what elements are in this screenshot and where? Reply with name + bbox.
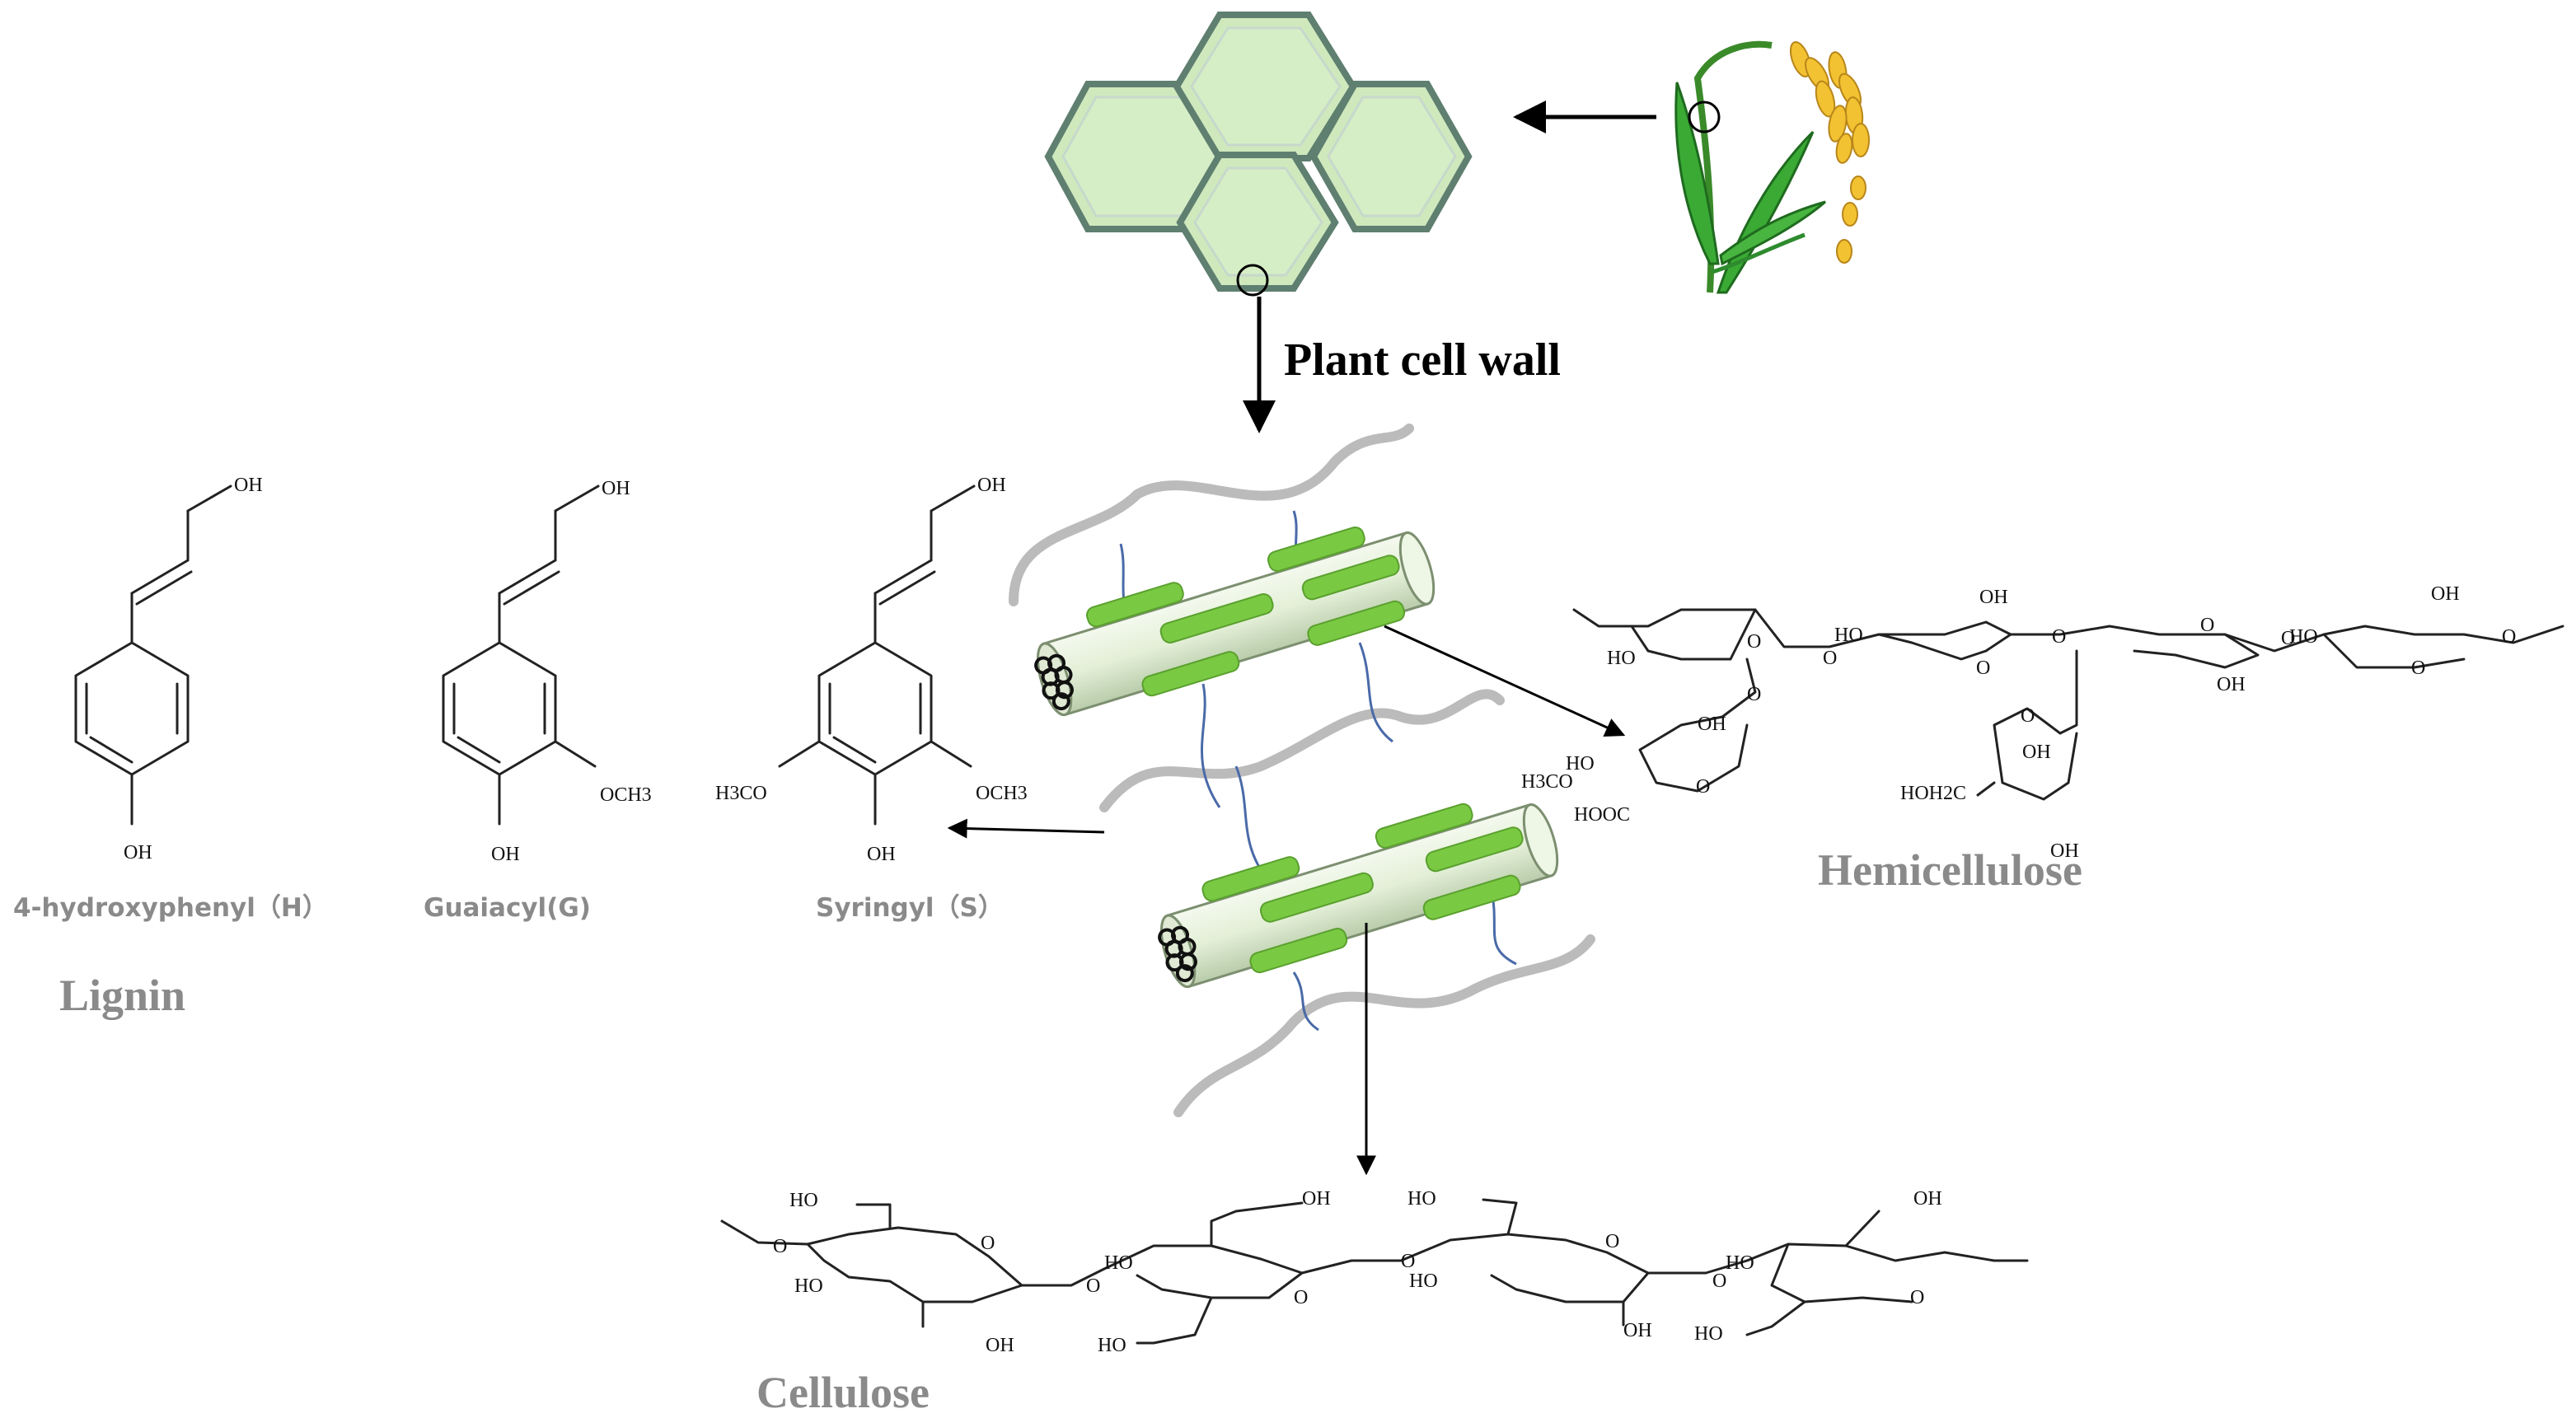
cell-o-ring-2: O	[1294, 1287, 1308, 1308]
cell-o-ring-1: O	[981, 1233, 995, 1254]
hemi-ho-2: HO	[1834, 625, 1863, 646]
s-h3co: H3CO	[715, 783, 767, 804]
hemi-hooc: HOOC	[1574, 804, 1630, 826]
cell-o-ring-4: O	[1910, 1287, 1924, 1308]
s-och3: OCH3	[976, 783, 1028, 804]
lignin-monomer-h: OH OH 4-hydroxyphenyl（H）	[13, 475, 328, 923]
cell-ho-4: HO	[1098, 1335, 1126, 1356]
s-oh-top: OH	[977, 475, 1006, 496]
cell-wall-zoom-circle	[1236, 264, 1269, 297]
lignin-title: Lignin	[59, 971, 185, 1020]
rice-grains	[1789, 41, 1870, 264]
arrow-to-hemicellulose	[1384, 625, 1626, 737]
g-oh-bottom: OH	[491, 844, 520, 865]
cell-ho-5: HO	[1407, 1188, 1436, 1210]
cell-ho-2: HO	[794, 1275, 823, 1297]
g-och3: OCH3	[600, 784, 652, 806]
hemi-oh-3: OH	[2431, 583, 2460, 605]
plant-cell-wall-label: Plant cell wall	[1284, 335, 1561, 386]
s-monomer-label: Syringyl（S）	[816, 893, 1004, 923]
hemi-oh-5: OH	[2022, 742, 2051, 763]
cellulose-structure: HO O O HO OH O HO OH O HO O HO O HO OH O…	[720, 1188, 2029, 1417]
hemi-ho-3: HO	[2289, 626, 2318, 648]
hemi-h3co: H3CO	[1521, 771, 1573, 793]
hemi-o-5: O	[2200, 615, 2214, 636]
s-oh-bottom: OH	[867, 844, 896, 865]
cell-o-end: O	[773, 1236, 787, 1257]
cell-o-link-3: O	[1712, 1271, 1726, 1292]
cell-ho-3: HO	[1104, 1252, 1133, 1274]
hemi-o-11: O	[2021, 705, 2035, 727]
plant-cell-hexagons	[1044, 12, 1473, 297]
hemi-o-6: O	[2281, 628, 2295, 649]
cell-o-ring-3: O	[1605, 1231, 1619, 1252]
hemi-oh-2: OH	[2217, 674, 2246, 695]
plant-cell-hexagon	[1309, 81, 1473, 232]
hemi-o-3: O	[1976, 658, 1990, 679]
cell-ho-6: HO	[1409, 1271, 1438, 1292]
cell-oh-2: OH	[1302, 1188, 1331, 1210]
hemi-o-9: O	[1747, 684, 1761, 705]
hemi-o-8: O	[2502, 626, 2516, 648]
rice-plant-icon	[1674, 40, 1870, 294]
cell-ho-7: HO	[1726, 1252, 1754, 1274]
h-oh-bottom: OH	[124, 842, 152, 863]
lignin-monomer-s: OH H3CO OCH3 OH Syringyl（S）	[715, 475, 1028, 923]
hemi-oh-4: OH	[1698, 714, 1726, 735]
cell-ho-8: HO	[1694, 1323, 1723, 1345]
cell-oh-1: OH	[986, 1335, 1014, 1356]
arrow-to-lignin	[947, 818, 1105, 839]
microfibril-bundle	[1009, 424, 1595, 1117]
lignin-section: OH OH 4-hydroxyphenyl（H） OH OCH3 OH Guai…	[13, 475, 1028, 1020]
g-monomer-label: Guaiacyl(G)	[424, 893, 591, 923]
lignin-monomer-g: OH OCH3 OH Guaiacyl(G)	[424, 478, 652, 923]
hemi-o-10: O	[1696, 776, 1710, 798]
hemi-o-7: O	[2411, 658, 2425, 679]
hemi-o-4: O	[2052, 626, 2066, 648]
plant-cell-hexagon	[1176, 152, 1339, 292]
hemi-hoh2c: HOH2C	[1900, 783, 1966, 804]
plant-cell-hexagon	[1173, 12, 1357, 161]
cellulose-title: Cellulose	[756, 1368, 930, 1417]
hemi-o-1: O	[1747, 631, 1761, 653]
hemi-oh-6: OH	[2050, 840, 2079, 862]
cell-oh-4: OH	[1913, 1188, 1942, 1210]
cell-o-link-2: O	[1401, 1251, 1415, 1272]
cell-oh-3: OH	[1623, 1320, 1652, 1341]
g-oh-top: OH	[602, 478, 630, 499]
hemi-ho-1: HO	[1607, 648, 1636, 669]
h-monomer-label: 4-hydroxyphenyl（H）	[13, 893, 328, 923]
cell-ho-1: HO	[789, 1190, 818, 1211]
hemicellulose-structure: O HO O HO OH O O O OH O HO OH O O O OH H…	[1521, 583, 2564, 895]
node-zoom-circle	[1688, 101, 1721, 133]
hemi-o-2: O	[1823, 648, 1837, 669]
h-oh-top: OH	[234, 475, 263, 496]
hemi-ho-4: HO	[1566, 753, 1595, 775]
hemi-oh-1: OH	[1979, 587, 2008, 608]
cell-o-link-1: O	[1086, 1275, 1100, 1297]
hemicellulose-title: Hemicellulose	[1818, 845, 2082, 895]
